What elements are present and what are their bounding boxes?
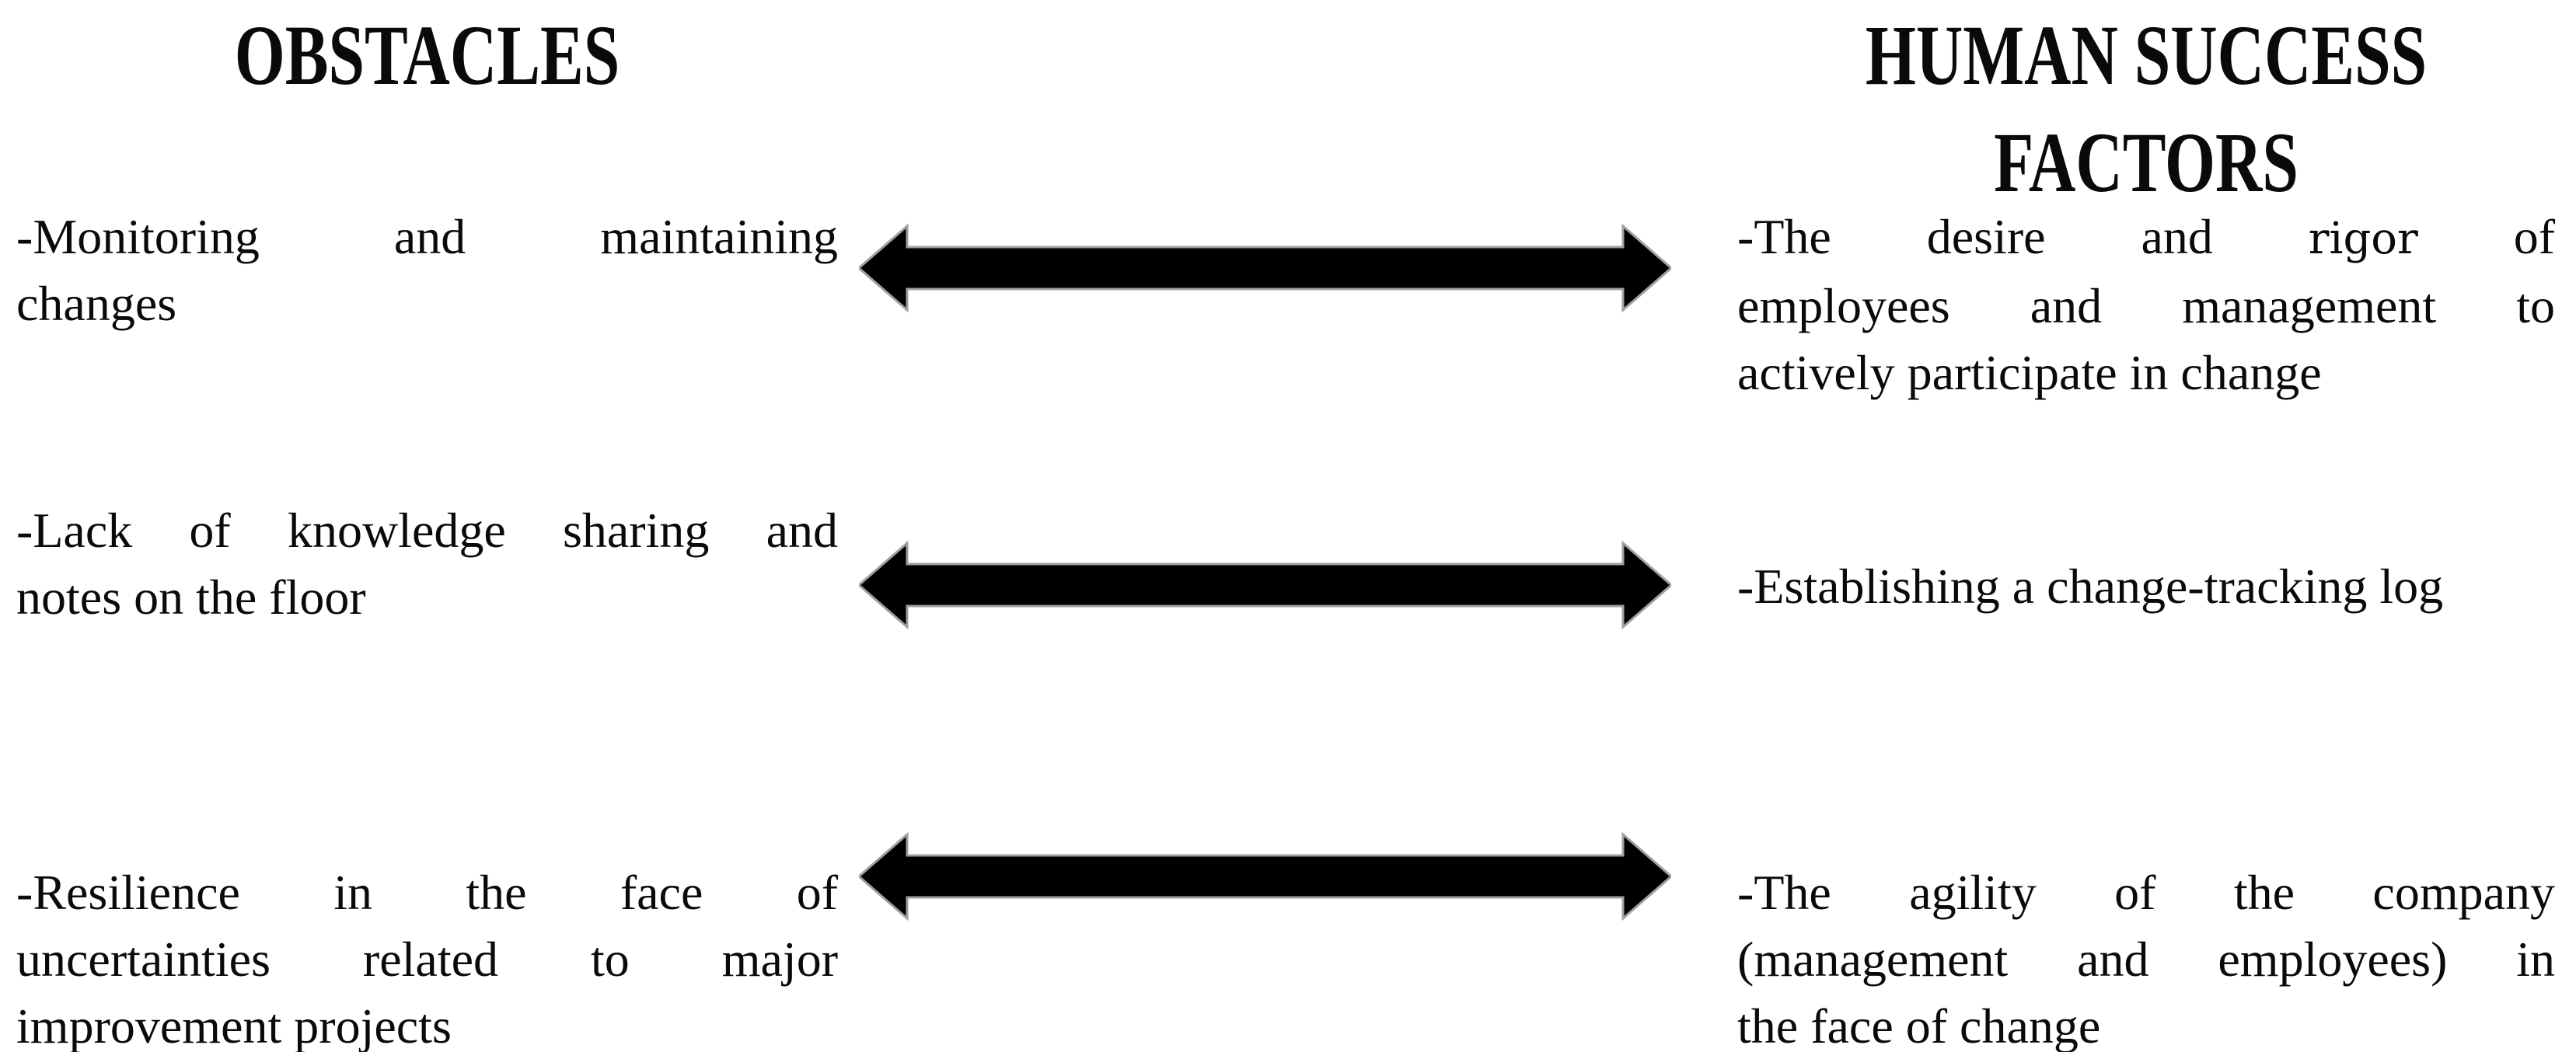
- obstacle-item: -Lack of knowledge sharing and notes on …: [16, 497, 838, 631]
- obstacle-item: -Monitoring and maintaining changes: [16, 204, 838, 337]
- text-line: the face of change: [1737, 998, 2101, 1052]
- success-factor-item: -The agility of the company (management …: [1737, 859, 2555, 1052]
- text-line: actively participate in change: [1737, 345, 2322, 400]
- double-headed-arrow-icon: [859, 221, 1671, 315]
- text-segment: of: [2417, 209, 2556, 264]
- human-success-factors-heading: HUMAN SUCCESS FACTORS: [1865, 8, 2428, 210]
- text-line: employees and management to: [1737, 278, 2555, 333]
- text-line: changes: [16, 276, 177, 331]
- obstacles-heading: OBSTACLES: [234, 8, 620, 103]
- obstacle-item: -Resilience in the face of uncertainties…: [16, 859, 838, 1052]
- text-line: -Monitoring and maintaining: [16, 209, 838, 264]
- success-factor-item: -Establishing a change-tracking log: [1737, 553, 2555, 620]
- text-line: -The desire and rigor of: [1737, 204, 2555, 273]
- text-line: -Lack of knowledge sharing and: [16, 503, 838, 558]
- text-line: -The agility of the company: [1737, 865, 2555, 920]
- double-headed-arrow-icon: [859, 830, 1671, 923]
- text-line: -Resilience in the face of: [16, 865, 838, 920]
- double-headed-arrow-icon: [859, 538, 1671, 632]
- text-segment-alt-font: rigor: [2308, 214, 2418, 264]
- text-line: notes on the floor: [16, 570, 366, 625]
- text-line: (management and employees) in: [1737, 932, 2555, 987]
- text-segment: -The desire and: [1737, 209, 2309, 264]
- text-line: improvement projects: [16, 998, 452, 1052]
- success-factor-item: -The desire and rigor of employees and m…: [1737, 204, 2555, 406]
- text-line: uncertainties related to major: [16, 932, 838, 987]
- text-line: -Establishing a change-tracking log: [1737, 559, 2444, 614]
